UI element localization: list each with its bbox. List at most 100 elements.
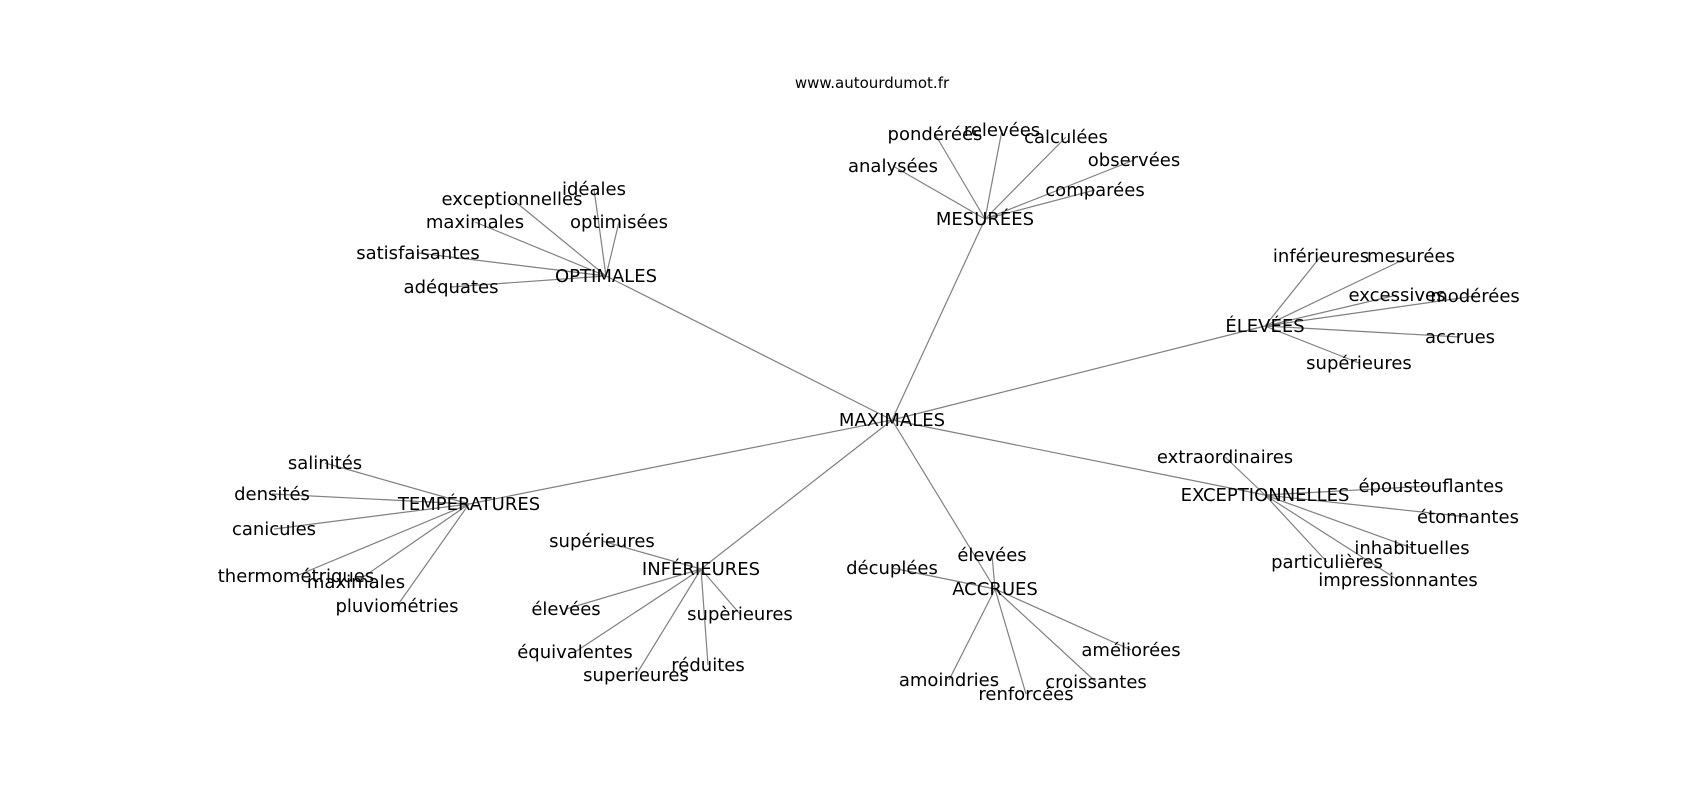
edge-hub-to-word — [1264, 294, 1398, 327]
center-node[interactable]: MAXIMALES — [839, 410, 945, 431]
word-node[interactable]: impressionnantes — [1318, 570, 1478, 591]
edge-hub-to-word — [700, 568, 709, 666]
word-node[interactable]: décuplées — [846, 558, 938, 579]
word-node[interactable]: modérées — [1430, 286, 1520, 307]
hub-node[interactable]: ÉLEVÉES — [1225, 315, 1304, 337]
edge-hub-to-word — [984, 136, 1067, 220]
edge-hub-to-word — [984, 129, 1003, 220]
edge-hub-to-word — [593, 188, 607, 277]
word-node[interactable]: croissantes — [1045, 672, 1147, 693]
source-url: www.autourdumot.fr — [795, 74, 950, 92]
word-node[interactable]: réduites — [671, 655, 744, 676]
edge-center-to-hub — [891, 419, 1266, 496]
hub-node[interactable]: INFÉRIEURES — [642, 558, 760, 580]
edge-hub-to-word — [1224, 456, 1266, 496]
word-node[interactable]: satisfaisantes — [356, 243, 480, 264]
edge-hub-to-word — [1264, 494, 1399, 581]
edge-hub-to-word — [1264, 325, 1461, 338]
word-node[interactable]: observées — [1088, 150, 1180, 171]
word-node[interactable]: inférieures — [1273, 246, 1369, 267]
word-node[interactable]: adéquates — [404, 277, 499, 298]
word-node[interactable]: pondérées — [888, 124, 983, 145]
edge-hub-to-word — [295, 503, 470, 577]
word-node[interactable]: supérieures — [549, 531, 655, 552]
word-node[interactable]: supérieures — [1306, 353, 1412, 374]
edge-hub-to-word — [984, 189, 1096, 220]
edge-hub-to-word — [417, 252, 607, 277]
word-node[interactable]: maximales — [426, 212, 524, 233]
edge-hub-to-word — [1264, 494, 1328, 563]
word-node[interactable]: superieures — [583, 665, 689, 686]
edge-hub-to-word — [273, 503, 470, 530]
edge-hub-to-word — [324, 462, 470, 505]
edge-hub-to-word — [635, 568, 702, 676]
word-node[interactable]: étonnantes — [1417, 507, 1519, 528]
word-node[interactable]: accrues — [1425, 327, 1495, 348]
edge-hub-to-word — [1264, 255, 1322, 327]
word-node[interactable]: densités — [234, 484, 310, 505]
edge-hub-to-word — [396, 503, 470, 607]
word-node[interactable]: amoindries — [899, 670, 999, 691]
word-node[interactable]: extraordinaires — [1157, 447, 1293, 468]
edge-hub-to-word — [474, 221, 607, 277]
edge-hub-to-word — [355, 503, 470, 583]
edge-hub-to-word — [450, 275, 607, 288]
edge-center-to-hub — [891, 325, 1266, 421]
word-node[interactable]: thermométriques — [218, 566, 375, 587]
word-node[interactable]: comparées — [1045, 180, 1144, 201]
edge-center-to-hub — [700, 419, 893, 570]
word-node[interactable]: renforcées — [978, 684, 1073, 705]
edges-layer — [271, 129, 1476, 695]
edge-center-to-hub — [605, 275, 893, 421]
edge-hub-to-word — [934, 133, 986, 220]
edge-hub-to-word — [994, 588, 1097, 683]
edge-hub-to-word — [994, 588, 1027, 695]
word-node[interactable]: particulières — [1271, 552, 1383, 573]
edge-hub-to-word — [511, 198, 607, 277]
word-node[interactable]: optimisées — [570, 212, 668, 233]
edge-hub-to-word — [565, 568, 702, 610]
hub-node[interactable]: OPTIMALES — [555, 266, 657, 287]
edge-center-to-hub — [891, 218, 986, 421]
edge-hub-to-word — [994, 588, 1132, 651]
edge-hub-to-word — [601, 540, 702, 570]
edge-hub-to-word — [1264, 255, 1412, 327]
edge-hub-to-word — [1264, 325, 1360, 364]
word-node[interactable]: pluviométries — [335, 596, 458, 617]
word-node[interactable]: équivalentes — [517, 642, 633, 663]
word-node[interactable]: améliorées — [1081, 640, 1180, 661]
word-node[interactable]: inhabituelles — [1354, 538, 1469, 559]
word-node[interactable]: analysées — [848, 156, 938, 177]
edge-hub-to-word — [1264, 494, 1413, 549]
word-node[interactable]: maximales — [307, 572, 405, 593]
hub-node[interactable]: ACCRUES — [952, 579, 1038, 600]
word-node[interactable]: supèrieures — [687, 604, 793, 625]
hub-node[interactable]: MESURÉES — [936, 208, 1034, 230]
hub-node[interactable]: TEMPÉRATURES — [397, 493, 540, 515]
word-node[interactable]: canicules — [232, 519, 316, 540]
edge-hub-to-word — [1264, 295, 1476, 327]
word-node[interactable]: excessives — [1349, 285, 1446, 306]
edge-hub-to-word — [891, 567, 996, 590]
word-node[interactable]: exceptionnelles — [442, 189, 583, 210]
word-node[interactable]: élevées — [531, 599, 600, 620]
word-node[interactable]: mesurées — [1367, 246, 1455, 267]
word-node[interactable]: idéales — [562, 179, 626, 200]
edge-hub-to-word — [892, 165, 986, 220]
edge-hub-to-word — [1264, 485, 1432, 496]
edge-hub-to-word — [271, 493, 470, 505]
hub-node[interactable]: EXCEPTIONNELLES — [1181, 485, 1350, 506]
word-node[interactable]: relevées — [964, 120, 1040, 141]
word-node[interactable]: élevées — [957, 545, 1026, 566]
edge-hub-to-word — [948, 588, 996, 681]
edge-hub-to-word — [991, 554, 996, 590]
edge-hub-to-word — [984, 159, 1135, 220]
edge-center-to-hub — [468, 419, 893, 505]
edge-hub-to-word — [700, 568, 741, 615]
word-node[interactable]: calculées — [1024, 127, 1108, 148]
edge-center-to-hub — [891, 419, 996, 590]
word-node[interactable]: salinités — [288, 453, 362, 474]
word-node[interactable]: époustouflantes — [1358, 476, 1503, 497]
